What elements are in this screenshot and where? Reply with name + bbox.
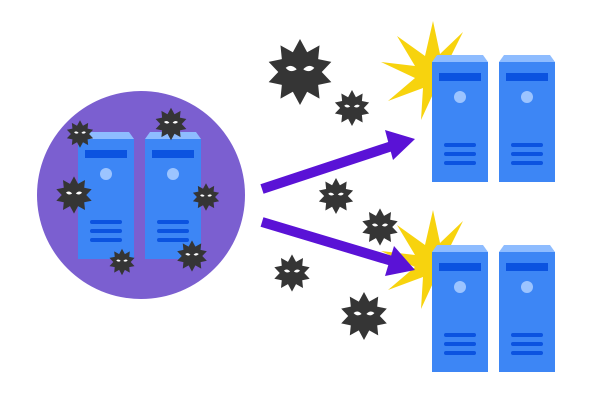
target-server-bottom-group xyxy=(381,210,555,372)
virus-icon xyxy=(319,178,353,214)
virus-icon xyxy=(335,90,369,126)
virus-icon xyxy=(362,208,397,245)
target-server-icon xyxy=(499,245,555,372)
virus-icon xyxy=(274,254,309,291)
target-server-icon xyxy=(432,55,488,182)
virus-icon xyxy=(341,292,387,340)
infected-server-group xyxy=(37,91,245,299)
virus-icon xyxy=(269,39,332,105)
target-server-icon xyxy=(499,55,555,182)
target-server-icon xyxy=(432,245,488,372)
infected-server-icon xyxy=(145,132,201,259)
arrow-right-icon xyxy=(260,217,415,276)
arrow-right-icon xyxy=(260,130,415,194)
target-server-top-group xyxy=(381,21,555,182)
